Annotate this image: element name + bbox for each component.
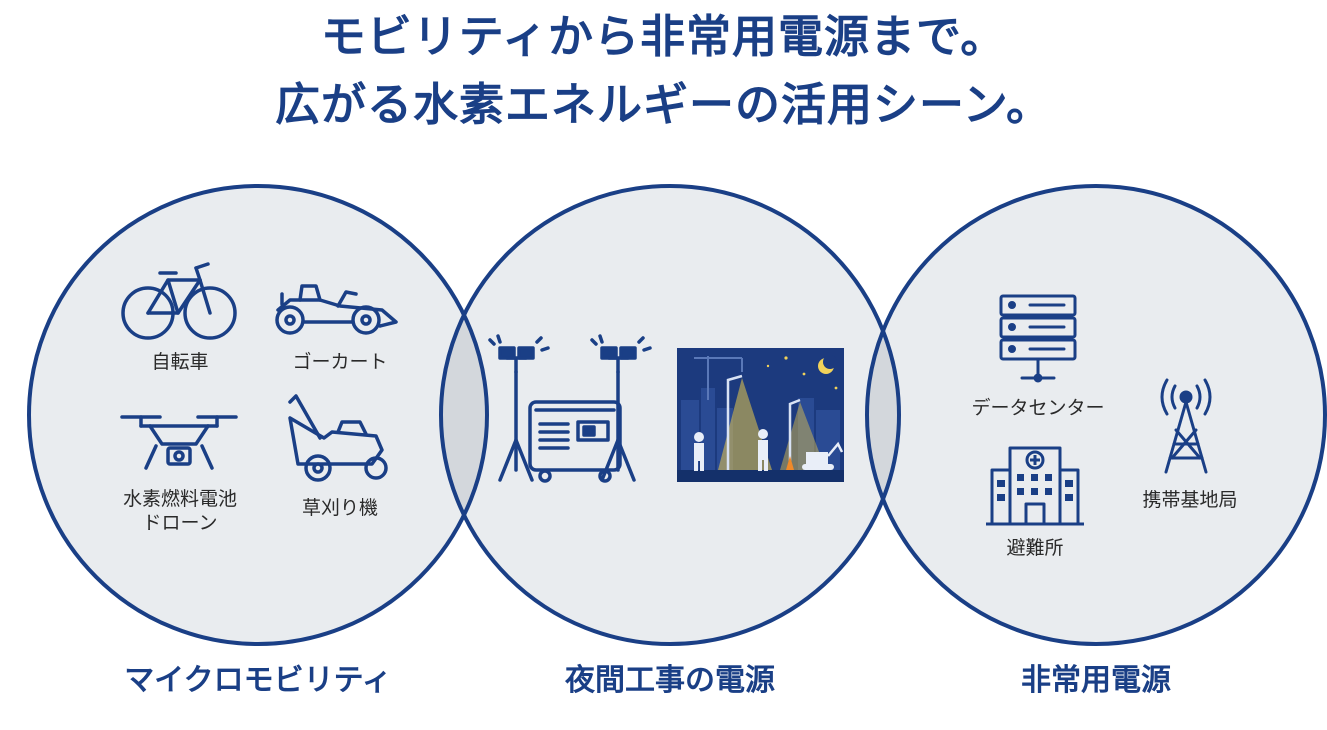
circle-emergency-power (867, 186, 1325, 644)
caption-night-construction: 夜間工事の電源 (565, 663, 775, 698)
circle-micro-mobility (29, 186, 487, 644)
drone-icon (120, 415, 238, 470)
page-title-line-2: 広がる水素エネルギーの活用シーン。 (274, 78, 1053, 131)
caption-micro-mobility: マイクロモビリティ (124, 663, 392, 698)
label-lawn-mower: 草刈り機 (301, 497, 378, 519)
label-shelter: 避難所 (1006, 537, 1064, 559)
cell-tower-icon (1160, 378, 1212, 474)
lawn-mower-icon (288, 394, 388, 482)
page-title-line-1: モビリティから非常用電源まで。 (320, 10, 1007, 63)
bicycle-icon (121, 262, 237, 340)
caption-emergency-power: 非常用電源 (1021, 663, 1171, 698)
generator-with-floodlights-icon (488, 334, 652, 483)
label-drone: 水素燃料電池ドローン (110, 487, 250, 535)
label-drone-line-1: 水素燃料電池 (122, 488, 237, 510)
night-construction-scene-icon (677, 348, 844, 482)
label-bicycle: 自転車 (151, 351, 209, 373)
label-go-kart: ゴーカート (292, 351, 388, 373)
server-rack-icon (999, 294, 1077, 383)
circle-night-construction (441, 186, 899, 644)
label-cell-tower: 携帯基地局 (1142, 489, 1238, 511)
hospital-building-icon (986, 446, 1084, 526)
label-drone-line-2: ドローン (142, 512, 218, 534)
go-kart-icon (275, 284, 398, 335)
label-data-center: データセンター (971, 397, 1105, 419)
